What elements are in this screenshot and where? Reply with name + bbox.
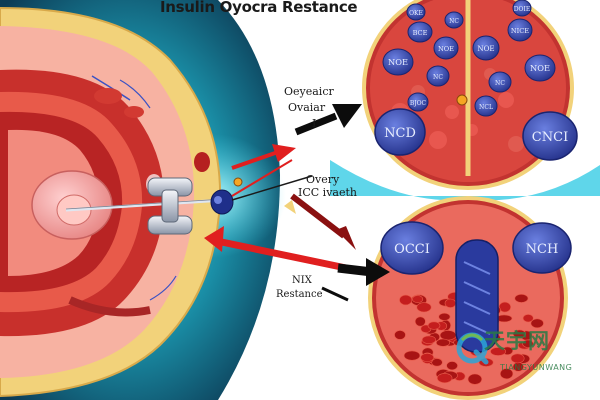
- lower-cell-left-text: OCCI: [394, 242, 430, 257]
- red-blood-cell: [446, 361, 458, 371]
- red-blood-cell: [427, 321, 441, 330]
- upper-large-cell-right-text: CNCI: [532, 130, 568, 145]
- upper-small-cell-text: NOE: [477, 44, 494, 53]
- upper-small-cell-text: NICE: [511, 27, 529, 35]
- upper-small-cell: [407, 21, 433, 43]
- label-middle-line-2: ICC ivaeth: [298, 186, 357, 199]
- red-blood-cell: [522, 314, 534, 323]
- upper-large-cell-left-text: NCD: [384, 126, 416, 141]
- upper-small-cell: [426, 65, 450, 87]
- lower-vessel-panel: OCCI NCH: [368, 196, 572, 400]
- red-blood-cell: [439, 330, 457, 341]
- red-blood-cell: [416, 302, 432, 313]
- upper-small-cells: NOE BCE NOE NC BJOC NC NOE NICE NOE NC NCL OKE DOIE: [382, 0, 556, 117]
- upper-small-cell-text: OKE: [409, 10, 423, 17]
- watermark-logo: [456, 332, 489, 365]
- red-blood-cell: [490, 347, 506, 356]
- upper-small-cell: [488, 71, 512, 93]
- upper-small-cell: [507, 18, 533, 42]
- red-blood-cell: [399, 294, 413, 306]
- upper-small-cell: [512, 0, 532, 17]
- red-blood-cell: [438, 312, 451, 321]
- upper-small-cell: [433, 36, 459, 60]
- red-blood-cell: [420, 353, 435, 362]
- upper-small-cell-text: NC: [433, 74, 443, 81]
- black-arrow-upper: [294, 112, 338, 136]
- red-blood-cell: [421, 335, 436, 344]
- red-blood-cell: [522, 339, 534, 348]
- red-blood-cell: [435, 338, 450, 347]
- pathway-arrows: [204, 104, 390, 302]
- upper-small-cell: [382, 48, 414, 76]
- lower-cell-right: [512, 222, 572, 274]
- label-top-line-3: I: [312, 117, 317, 130]
- upper-small-cell: [444, 11, 464, 29]
- upper-small-cell: [407, 92, 429, 112]
- upper-cell-panel: NOEBCENOENCBJOCNCNOENICENOENCNCLOKEDOIE …: [330, 0, 600, 201]
- upper-small-cell-text: NOE: [530, 63, 550, 73]
- red-blood-cell: [394, 330, 406, 340]
- label-top-line-1: Oeyeaicr: [284, 85, 334, 98]
- label-bottom-line-2: Restance: [276, 289, 323, 300]
- upper-large-cell-right: [522, 111, 578, 161]
- dark-red-arrow: [290, 193, 346, 239]
- upper-small-cell-text: BCE: [413, 29, 428, 37]
- red-blood-cell: [412, 295, 424, 303]
- red-blood-cell: [444, 298, 457, 308]
- watermark-subtext: TIANGYUNWANG: [500, 363, 573, 372]
- red-blood-cell: [512, 329, 527, 339]
- red-arrow-upper: [231, 150, 279, 170]
- left-organ-section: [0, 0, 286, 400]
- upper-small-cell: [472, 35, 500, 61]
- upper-small-cell: [406, 3, 426, 21]
- red-blood-cell: [498, 301, 512, 313]
- upper-small-cell: [524, 54, 556, 82]
- red-blood-cell: [510, 353, 525, 364]
- red-blood-cell: [437, 373, 453, 384]
- upper-small-cell-text: NC: [495, 80, 505, 87]
- upper-small-cell-text: NOE: [388, 57, 408, 67]
- upper-small-cell: [474, 95, 498, 117]
- red-blood-cell: [467, 373, 483, 385]
- label-middle-line-1: Overy: [306, 173, 340, 186]
- red-blood-cell: [514, 293, 529, 303]
- lower-cell-left: [380, 221, 444, 275]
- red-arrow-back: [211, 236, 347, 272]
- upper-small-cell-text: BJOC: [410, 100, 427, 107]
- upper-small-cell-text: NCL: [479, 104, 493, 111]
- red-blood-cell: [414, 316, 426, 327]
- upper-small-cell-text: NOE: [438, 45, 454, 53]
- red-blood-cell: [431, 358, 443, 367]
- red-blood-cell: [403, 350, 421, 361]
- red-blood-cell: [500, 368, 514, 380]
- upper-large-cell-left: [374, 108, 426, 156]
- upper-small-cell-text: NC: [449, 18, 459, 25]
- watermark-text: 天宇网: [484, 329, 550, 353]
- diagram-title: Insulin Oyocra Restance: [160, 0, 358, 16]
- label-top-line-2: Ovaiar: [288, 101, 326, 114]
- lower-cell-right-text: NCH: [526, 242, 559, 257]
- red-blood-cell: [530, 318, 544, 329]
- label-bottom-line-1: NIX: [292, 275, 312, 286]
- upper-small-cell-text: DOIE: [514, 6, 530, 13]
